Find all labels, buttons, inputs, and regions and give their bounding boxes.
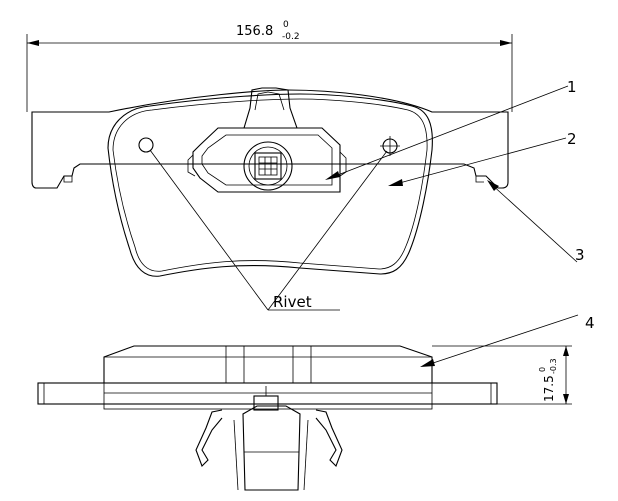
width-arrow-left — [27, 40, 39, 46]
rivet-leader-left — [149, 149, 269, 311]
side-boss-top — [253, 395, 279, 411]
side-clip-spring-left — [195, 409, 223, 467]
callout-2-arrow — [487, 180, 499, 191]
callout-4-leader — [329, 85, 569, 179]
callout-2-leader — [489, 182, 578, 263]
side-friction-block — [103, 345, 433, 383]
thickness-dimension-value: 17.5 — [542, 375, 556, 402]
width-dimension-lower-tol: -0.2 — [282, 32, 300, 42]
right-ear-notch — [475, 176, 484, 183]
clip-tab — [243, 87, 298, 129]
clip-tab-inner — [254, 91, 285, 111]
width-arrow-right — [500, 40, 512, 46]
callout-1: 4 — [585, 314, 595, 332]
thickness-arrow-bottom — [563, 394, 569, 404]
rivet-label: Rivet — [273, 293, 312, 311]
friction-material-chamfer — [112, 98, 428, 272]
side-backing-plate — [37, 382, 498, 405]
thickness-dimension-lower-tol: -0.3 — [549, 358, 558, 374]
callout-2: 3 — [575, 246, 585, 264]
side-clip-spring-right — [315, 409, 343, 467]
center-square — [254, 152, 282, 180]
center-boss-outer — [243, 141, 293, 191]
width-dimension-value: 156.8 — [236, 24, 273, 39]
side-center-clip — [242, 405, 301, 491]
center-shim-inner — [201, 134, 333, 186]
center-boss-inner — [248, 146, 288, 186]
side-shim — [103, 403, 433, 410]
shim-left-tab — [187, 154, 196, 177]
width-dimension-upper-tol: 0 — [283, 20, 289, 30]
shim-right-tab — [339, 151, 347, 177]
callout-1-leader — [423, 314, 579, 367]
side-center-clip-inner-l — [233, 419, 239, 491]
callout-3-arrow — [388, 179, 403, 186]
callout-3-leader — [391, 137, 567, 186]
center-square-inner — [258, 156, 278, 176]
callout-3: 2 — [567, 130, 577, 148]
left-ear-notch — [63, 176, 73, 183]
friction-material-outline — [107, 93, 433, 277]
backing-plate-outline — [31, 89, 509, 189]
callout-1-arrow — [420, 359, 435, 367]
rivet-left — [138, 137, 154, 153]
callout-4: 1 — [567, 78, 577, 96]
side-center-clip-inner-r — [303, 419, 309, 491]
callout-4-arrow — [325, 171, 340, 180]
thickness-arrow-top — [563, 346, 569, 356]
thickness-dimension-upper-tol: 0 — [538, 367, 547, 372]
center-shim — [192, 127, 341, 193]
rivet-leader-right — [267, 150, 388, 311]
